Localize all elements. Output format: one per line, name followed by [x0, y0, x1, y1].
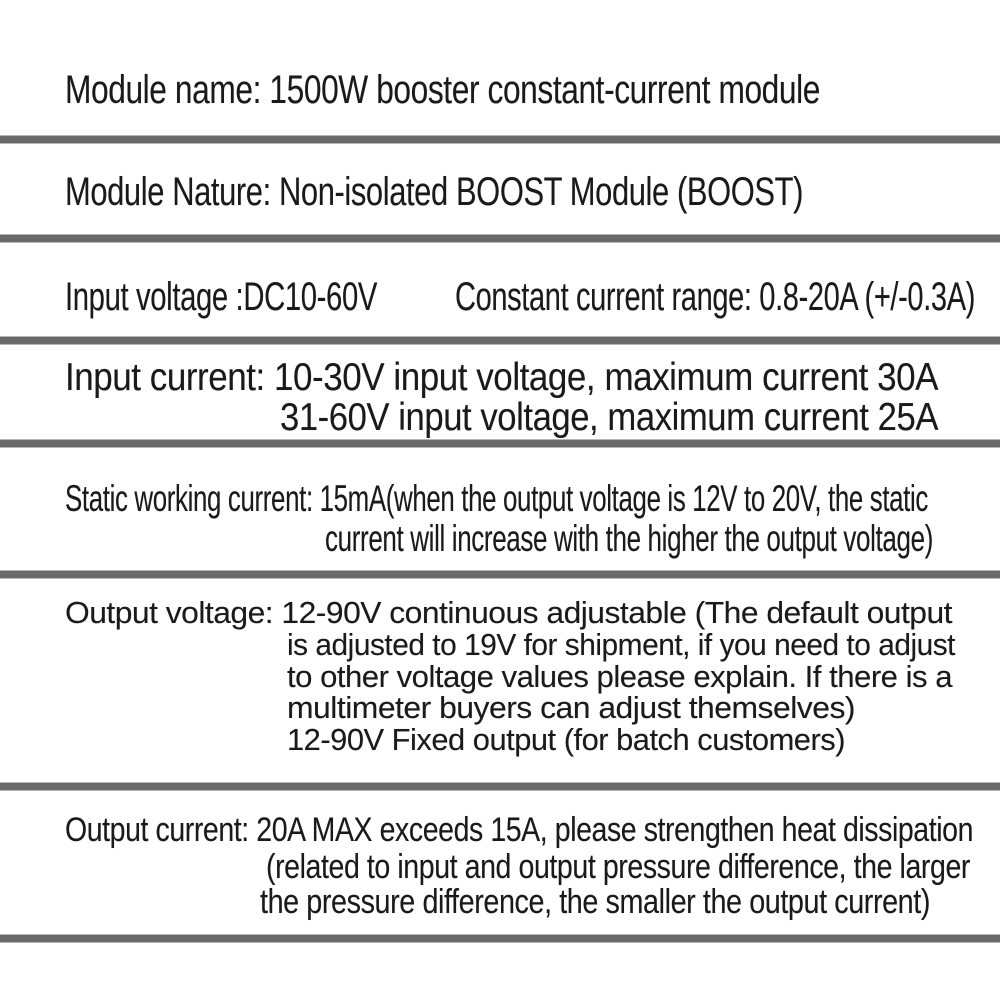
output-voltage-text-line-2: is adjusted to 19V for shipment, if you …: [287, 627, 955, 662]
output-voltage-text-line-4: multimeter buyers can adjust themselves): [287, 690, 856, 725]
divider-bar-7: [0, 935, 1000, 942]
divider-bar-1: [0, 136, 1000, 143]
output-current-text-line-2: (related to input and output pressure di…: [266, 848, 970, 886]
static-working-current-text-line-2: current will increase with the higher th…: [325, 518, 933, 559]
output-current-text-line-3: the pressure difference, the smaller the…: [260, 883, 930, 921]
divider-bar-4: [0, 440, 1000, 447]
constant-current-range-text: Constant current range: 0.8-20A (+/-0.3A…: [455, 275, 975, 319]
module-name-text: Module name: 1500W booster constant-curr…: [65, 68, 820, 112]
divider-bar-6: [0, 783, 1000, 790]
output-voltage-text-line-3: to other voltage values please explain. …: [287, 659, 953, 694]
input-current-text-line-1: Input current: 10-30V input voltage, max…: [65, 356, 938, 399]
divider-bar-3: [0, 337, 1000, 344]
output-current-text-line-1: Output current: 20A MAX exceeds 15A, ple…: [65, 811, 973, 849]
output-voltage-text-line-5: 12-90V Fixed output (for batch customers…: [287, 722, 845, 757]
static-working-current-text-line-1: Static working current: 15mA(when the ou…: [65, 478, 929, 519]
divider-bar-2: [0, 235, 1000, 242]
divider-bar-5: [0, 571, 1000, 578]
input-current-text-line-2: 31-60V input voltage, maximum current 25…: [280, 396, 938, 439]
module-nature-text: Module Nature: Non-isolated BOOST Module…: [65, 170, 803, 214]
output-voltage-text-line-1: Output voltage: 12-90V continuous adjust…: [65, 595, 953, 630]
input-voltage-text: Input voltage :DC10-60V: [65, 275, 377, 319]
